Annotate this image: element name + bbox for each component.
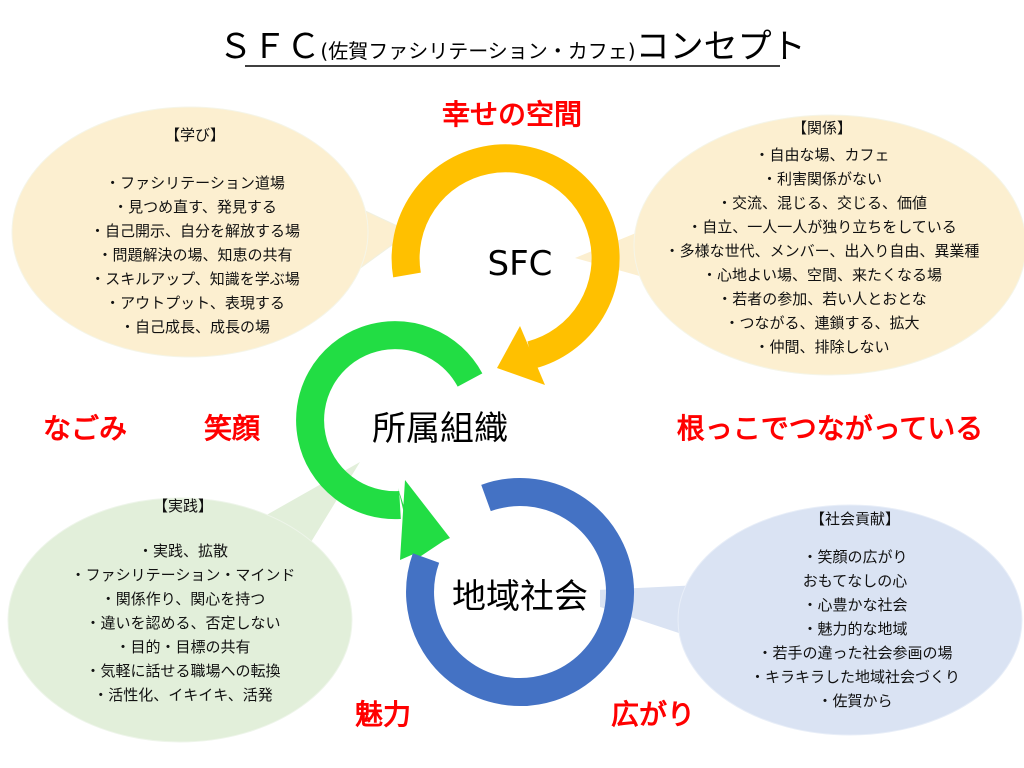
bubble-learning (11, 106, 411, 358)
ring-community (406, 478, 635, 707)
bubble-item: ・自己成長、成長の場 (120, 318, 270, 336)
bubble-item: ・気軽に話せる職場への転換 (85, 662, 280, 680)
bubble-item: ・活性化、イキイキ、活発 (93, 686, 272, 704)
relation-text: 【関係】・自由な場、カフェ・利害関係がない・交流、混じる、交じる、価値・自立、一… (665, 119, 980, 356)
keyword-happiness: 幸せの空間 (442, 98, 582, 131)
contribution-text: 【社会貢献】・笑顔の広がりおもてなしの心・心豊かな社会・魅力的な地域・若手の違っ… (750, 510, 960, 710)
bubble-item: ・多様な世代、メンバー、出入り自由、異業種 (665, 242, 980, 260)
bubble-item: ・自己開示、自分を解放する場 (90, 222, 300, 240)
bubble-item: ・心地よい場、空間、来たくなる場 (702, 266, 942, 284)
bubble-item: ・目的・目標の共有 (115, 638, 250, 656)
bubble-heading: 【学び】 (165, 126, 225, 144)
circle-label-sfc: SFC (488, 244, 553, 284)
bubble-item: ・問題解決の場、知恵の共有 (97, 246, 292, 264)
bubble-item: ・キラキラした地域社会づくり (750, 668, 960, 686)
keyword-spread: 広がり (611, 698, 695, 731)
practice-text: 【実践】・実践、拡散・ファシリテーション・マインド・関係作り、関心を持つ・違いを… (71, 497, 296, 704)
bubble-item: ・アウトプット、表現する (105, 294, 285, 312)
bubble-item: ・違いを認める、否定しない (85, 614, 280, 632)
keyword-smile: 笑顔 (204, 412, 261, 445)
bubble-item: ・実践、拡散 (138, 542, 228, 560)
circle-label-community: 地域社会 (452, 577, 588, 617)
bubble-relation (575, 114, 1024, 376)
bubble-item: ・見つめ直す、発見する (113, 198, 277, 216)
bubble-heading: 【関係】 (792, 119, 852, 137)
bubble-item: ・心豊かな社会 (802, 596, 907, 614)
bubble-item: ・若者の参加、若い人とおとな (717, 290, 927, 308)
keyword-roots: 根っこでつながっている (677, 412, 984, 445)
bubble-item: ・魅力的な地域 (802, 620, 907, 638)
bubble-heading: 【実践】 (153, 497, 213, 515)
bubble-item: ・仲間、排除しない (754, 338, 889, 356)
arrow-head-icon (497, 326, 545, 385)
bubble-item: ・自立、一人一人が独り立ちをしている (687, 218, 957, 236)
circle-label-org: 所属組織 (372, 409, 508, 449)
bubble-item: ・スキルアップ、知識を学ぶ場 (90, 270, 300, 288)
bubble-item: ・利害関係がない (762, 170, 882, 188)
bubble-item: ・ファシリテーション道場 (105, 174, 285, 192)
bubble-item: ・笑顔の広がり (802, 548, 907, 566)
bubble-item: ・ファシリテーション・マインド (71, 566, 296, 584)
bubble-item: ・若手の違った社会参画の場 (757, 644, 952, 662)
keyword-nagomi: なごみ (43, 412, 127, 445)
ring-sfc (391, 144, 620, 385)
bubble-heading: 【社会貢献】 (810, 510, 900, 528)
bubble-item: ・関係作り、関心を持つ (101, 590, 265, 608)
bubble-item: ・佐賀から (817, 692, 892, 710)
ring-org (296, 321, 483, 560)
keyword-charm: 魅力 (355, 698, 411, 731)
learning-text: 【学び】・ファシリテーション道場・見つめ直す、発見する・自己開示、自分を解放する… (90, 126, 300, 336)
bubble-item: ・自由な場、カフェ (754, 146, 889, 164)
bubble-item: おもてなしの心 (803, 572, 907, 590)
page-title: ＳＦＣ(佐賀ファシリテーション・カフェ)コンセプト (218, 27, 805, 67)
bubble-item: ・つながる、連鎖する、拡大 (724, 314, 919, 332)
bubble-item: ・交流、混じる、交じる、価値 (717, 194, 927, 212)
